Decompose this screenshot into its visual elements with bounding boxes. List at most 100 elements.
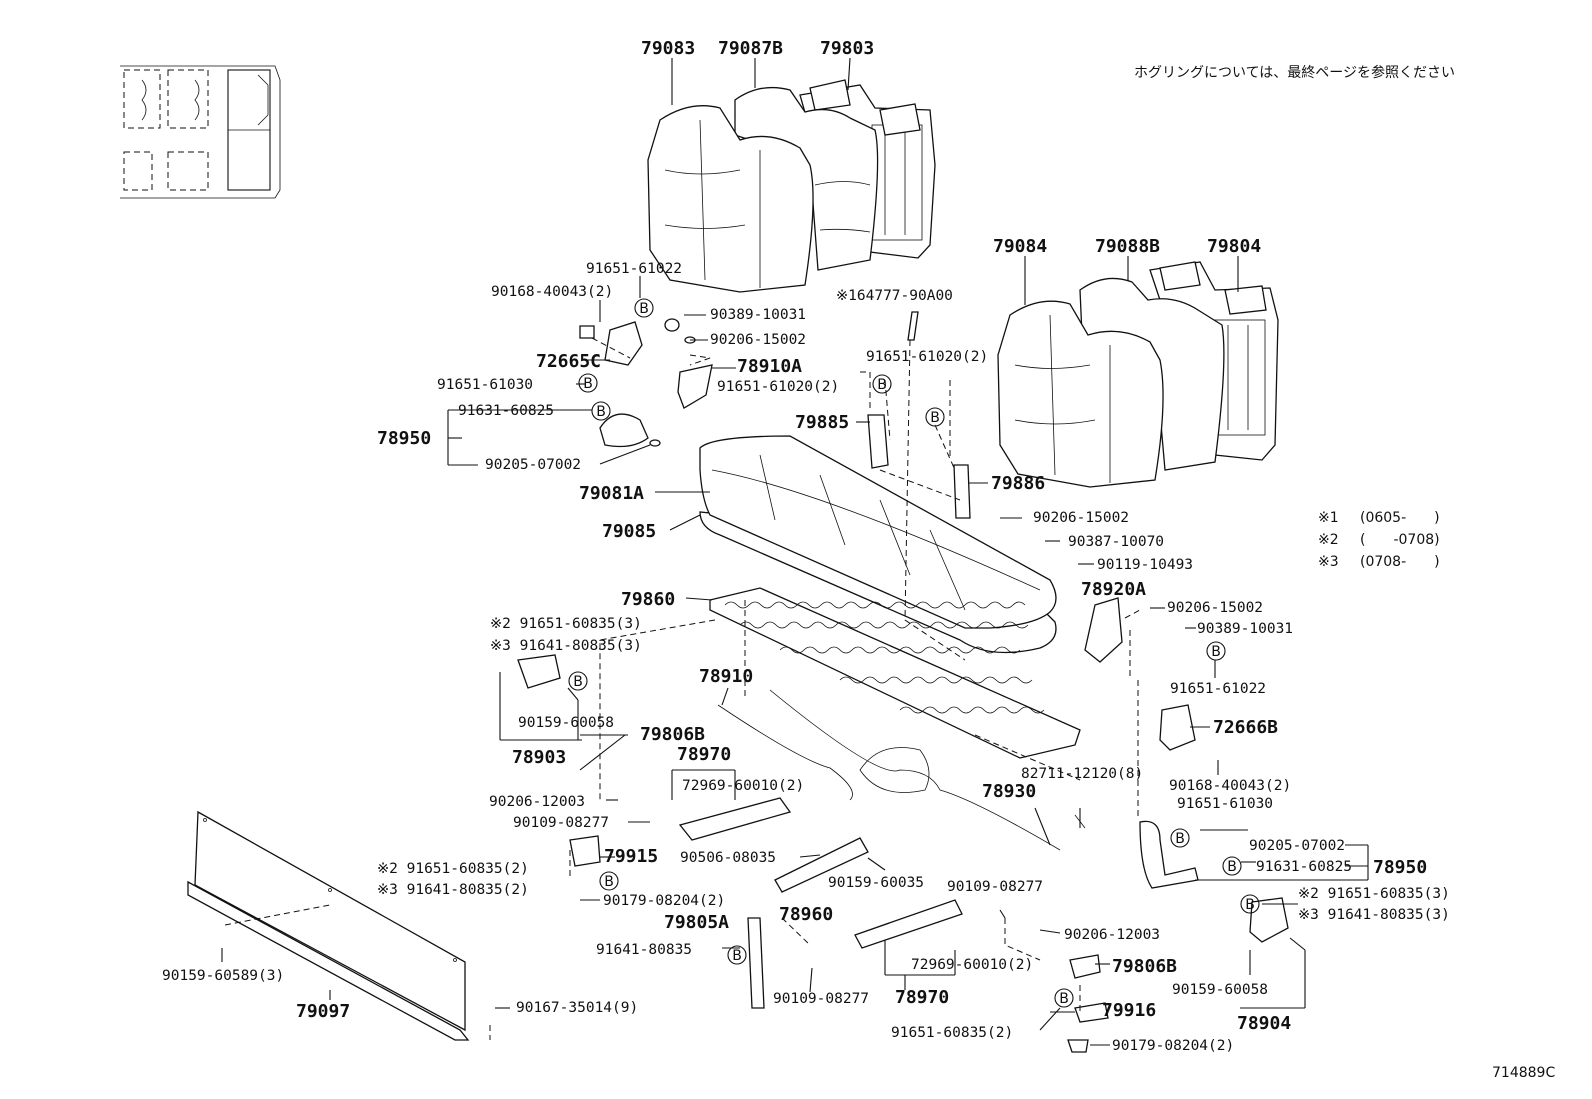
svg-text:B: B — [596, 404, 606, 420]
seat-cushion-group — [699, 435, 1057, 654]
hog-ring-note: ホグリングについては、最終ページを参照ください — [1134, 64, 1455, 81]
callout-79083: 79083 — [641, 38, 695, 59]
callout-82711-12120-8: 82711-12120(8) — [1021, 766, 1143, 782]
assembly-dashed-lines — [224, 337, 1141, 1040]
callout-72969-60010-2a: 72969-60010(2) — [682, 778, 804, 794]
callout-90159-60058-a: 90159-60058 — [518, 715, 614, 731]
callout-79804: 79804 — [1207, 236, 1261, 257]
callout-90206-15002-a: 90206-15002 — [710, 332, 806, 348]
callout-79885: 79885 — [795, 412, 849, 433]
callout-91651-61020-2b: 91651-61020(2) — [866, 349, 988, 365]
callout-90159-60058-b: 90159-60058 — [1172, 982, 1268, 998]
callout-90205-07002-a: 90205-07002 — [485, 457, 581, 473]
callout-79805A: 79805A — [664, 912, 729, 933]
callout-91631-60825-b: 91631-60825 — [1256, 859, 1352, 875]
callout-v2-91651-60835-2: ※2 91651-60835(2) — [377, 861, 529, 877]
b-markers: B B B B B B B B B B B B B — [568, 298, 1260, 1008]
svg-text:B: B — [1211, 644, 1221, 660]
variant-range-1: (0605- ) — [1360, 510, 1440, 526]
callout-90389-10031-a: 90389-10031 — [710, 307, 806, 323]
svg-text:B: B — [573, 674, 583, 690]
svg-text:B: B — [930, 410, 940, 426]
callout-90109-08277-c: 90109-08277 — [773, 991, 869, 1007]
variant-range-2: ( -0708) — [1360, 532, 1440, 548]
seatback-lower-right-group — [997, 261, 1279, 488]
callout-78920A: 78920A — [1081, 579, 1146, 600]
callout-90206-15002-c: 90206-15002 — [1167, 600, 1263, 616]
b-marker: B — [578, 373, 598, 393]
callout-79806B-b: 79806B — [1112, 956, 1177, 977]
callout-78950-a: 78950 — [377, 428, 431, 449]
callout-90109-08277-a: 90109-08277 — [513, 815, 609, 831]
callout-79088B: 79088B — [1095, 236, 1160, 257]
svg-text:B: B — [639, 301, 649, 317]
callout-90206-12003-b: 90206-12003 — [1064, 927, 1160, 943]
svg-text:B: B — [732, 948, 742, 964]
callout-90159-60035: 90159-60035 — [828, 875, 924, 891]
variant-mark-2: ※2 — [1318, 532, 1339, 548]
callout-78950-b: 78950 — [1373, 857, 1427, 878]
variant-mark-3: ※3 — [1318, 554, 1339, 570]
callout-91631-60825-a: 91631-60825 — [458, 403, 554, 419]
svg-text:B: B — [604, 874, 614, 890]
callout-79916: 79916 — [1102, 1000, 1156, 1021]
b-marker: B — [591, 401, 611, 421]
variant-mark-1: ※1 — [1318, 510, 1339, 526]
leader-lines — [221, 57, 1369, 1046]
callout-91651-61030-a: 91651-61030 — [437, 377, 533, 393]
b-marker: B — [872, 374, 892, 394]
callout-78930: 78930 — [982, 781, 1036, 802]
callout-79860: 79860 — [621, 589, 675, 610]
callout-90168-40043-b: 90168-40043(2) — [1169, 778, 1291, 794]
callout-90387-10070: 90387-10070 — [1068, 534, 1164, 550]
callout-v3-91641-80835-3b: ※3 91641-80835(3) — [1298, 907, 1450, 923]
callout-90389-10031-b: 90389-10031 — [1197, 621, 1293, 637]
callout-79087B: 79087B — [718, 38, 783, 59]
svg-text:B: B — [1059, 991, 1069, 1007]
callout-79097: 79097 — [296, 1001, 350, 1022]
svg-text:B: B — [1245, 897, 1255, 913]
part-callouts: 79083 79087B 79803 79084 79088B 79804 91… — [162, 38, 1450, 1054]
callout-91651-61022-b: 91651-61022 — [1170, 681, 1266, 697]
b-marker: B — [599, 871, 619, 891]
callout-v2-91651-60835-3b: ※2 91651-60835(3) — [1298, 886, 1450, 902]
b-marker: B — [1222, 856, 1242, 876]
callout-79803: 79803 — [820, 38, 874, 59]
callout-91651-61030-b: 91651-61030 — [1177, 796, 1273, 812]
callout-78910: 78910 — [699, 666, 753, 687]
b-marker: B — [727, 945, 747, 965]
callout-79915: 79915 — [604, 846, 658, 867]
back-board-panel — [187, 810, 470, 1041]
variant-legend: ※1 (0605- ) ※2 ( -0708) ※3 (0708- ) — [1318, 510, 1440, 570]
svg-text:B: B — [1227, 859, 1237, 875]
callout-v3-91641-80835-2: ※3 91641-80835(2) — [377, 882, 529, 898]
callout-v3-91641-80835-3a: ※3 91641-80835(3) — [490, 638, 642, 654]
diagram-ref-number: 714889C — [1492, 1065, 1555, 1081]
b-marker: B — [1170, 828, 1190, 848]
variant-range-3: (0708- ) — [1360, 554, 1440, 570]
callout-91651-61022-a: 91651-61022 — [586, 261, 682, 277]
seat-spring-frame — [709, 587, 1081, 759]
callout-78903: 78903 — [512, 747, 566, 768]
callout-90109-08277-b: 90109-08277 — [947, 879, 1043, 895]
callout-79085: 79085 — [602, 521, 656, 542]
callout-91651-60835-2: 91651-60835(2) — [891, 1025, 1013, 1041]
small-parts — [517, 311, 1289, 1053]
callout-90205-07002-b: 90205-07002 — [1249, 838, 1345, 854]
callout-91641-80835: 91641-80835 — [596, 942, 692, 958]
callout-91651-61020-2a: 91651-61020(2) — [717, 379, 839, 395]
seat-locator-thumbnail — [120, 65, 281, 199]
callout-78910A: 78910A — [737, 356, 802, 377]
callout-79886: 79886 — [991, 473, 1045, 494]
callout-72969-60010-2b: 72969-60010(2) — [911, 957, 1033, 973]
callout-90506-08035: 90506-08035 — [680, 850, 776, 866]
callout-90179-08204-2b: 90179-08204(2) — [1112, 1038, 1234, 1054]
seatback-upper-group — [647, 79, 936, 293]
callout-79084: 79084 — [993, 236, 1047, 257]
svg-text:B: B — [583, 376, 593, 392]
callout-78904: 78904 — [1237, 1013, 1291, 1034]
b-marker: B — [634, 298, 654, 318]
b-marker: B — [1054, 988, 1074, 1008]
callout-90159-60589-3: 90159-60589(3) — [162, 968, 284, 984]
